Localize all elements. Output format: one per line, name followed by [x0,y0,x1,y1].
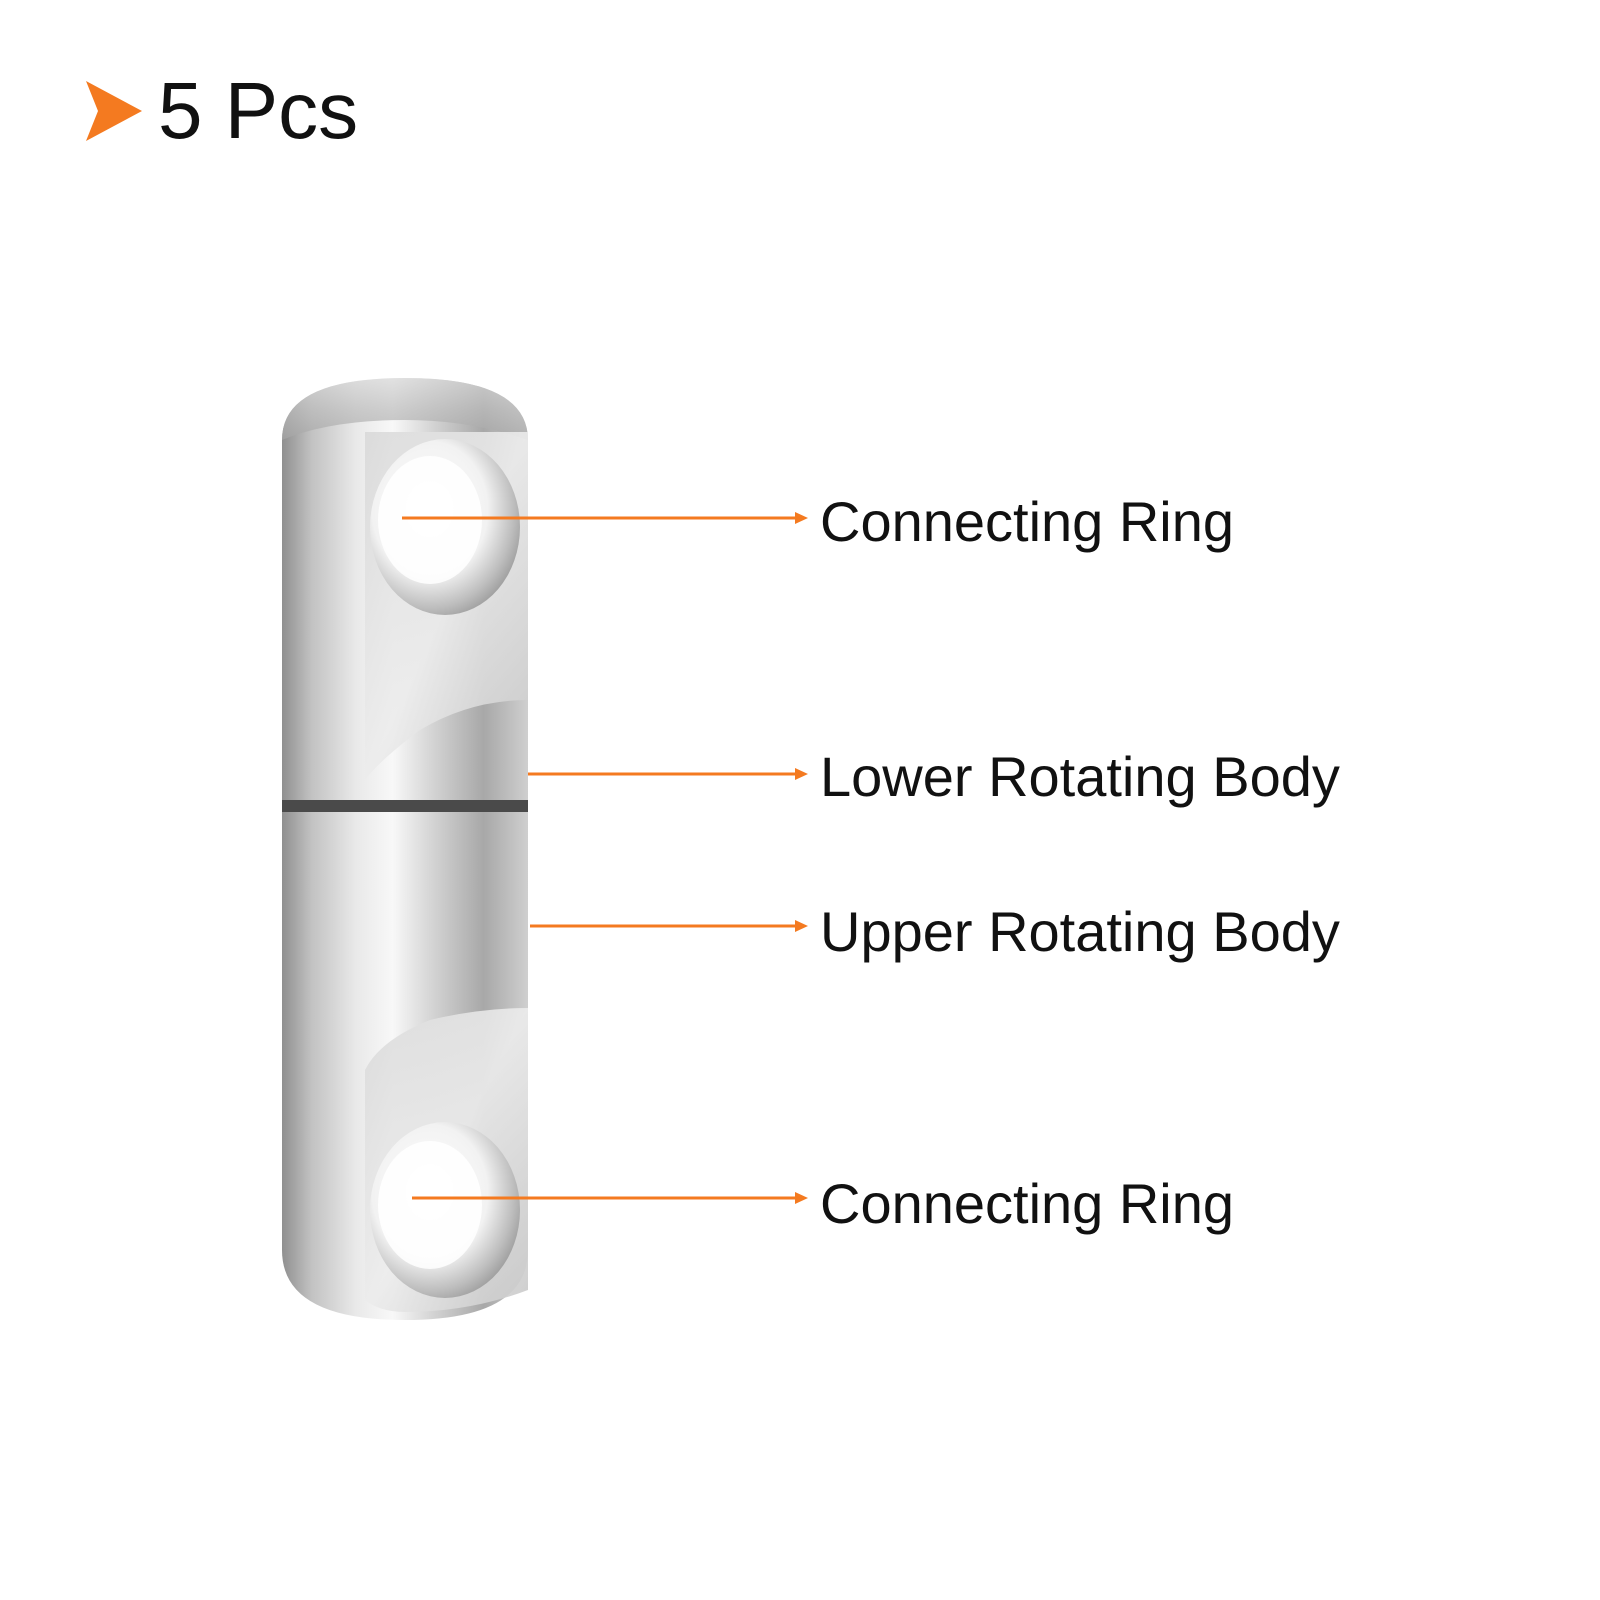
triangle-right-icon [86,81,142,141]
callout-label-lower-rotating-body: Lower Rotating Body [820,745,1340,808]
quantity-title: 5 Pcs [158,66,359,155]
callout-label-connecting-ring-top: Connecting Ring [820,490,1235,553]
joint-seam [282,800,528,812]
callout-label-upper-rotating-body: Upper Rotating Body [820,900,1340,963]
leader-lines [402,512,808,1204]
callout-label-connecting-ring-bottom: Connecting Ring [820,1172,1235,1235]
lower-half [282,812,528,1320]
upper-half [282,378,528,800]
header: 5 Pcs [86,66,358,156]
